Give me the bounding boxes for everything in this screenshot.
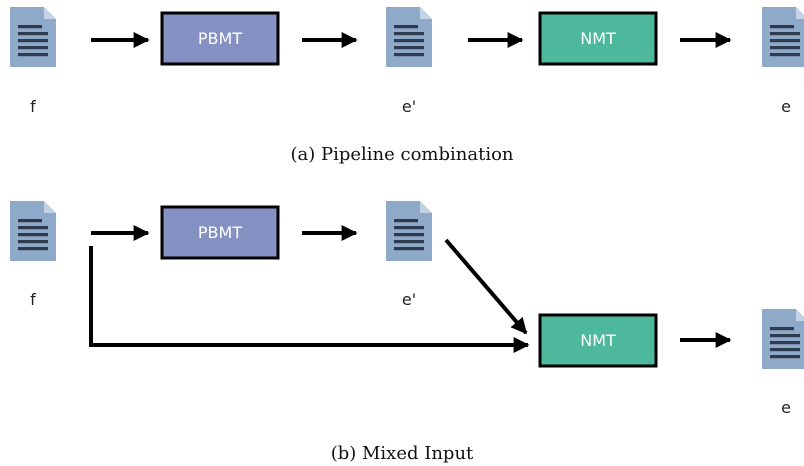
source-label: f [30,97,36,116]
pbmt-box-label: PBMT [198,29,242,48]
intermediate-label: e' [402,97,416,116]
source-label: f [30,290,36,309]
intermediate-document-icon [386,201,432,261]
target-label: e [781,398,791,417]
arrow-intermediate-to-nmt [444,238,528,335]
intermediate-label: e' [402,290,416,309]
pbmt-box-label: PBMT [198,223,242,242]
intermediate-document-icon [386,7,432,67]
arrow-source-to-nmt [89,246,530,353]
source-document-icon [10,201,56,261]
target-document-icon [762,7,804,67]
source-document-icon [10,7,56,67]
target-label: e [781,97,791,116]
nmt-box [538,11,658,66]
pbmt-box [160,11,280,66]
nmt-box-label: NMT [580,331,616,350]
caption-b: (b) Mixed Input [331,443,474,464]
panel-a: PBMT NMT f e' e (a) Pipeline combination [10,7,804,165]
nmt-box-label: NMT [580,29,616,48]
pbmt-box [160,205,280,260]
caption-a: (a) Pipeline combination [290,144,513,165]
nmt-box [538,313,658,368]
target-document-icon [762,309,804,369]
panel-b: PBMT NMT f e' e (b) Mixed Input [10,201,804,464]
